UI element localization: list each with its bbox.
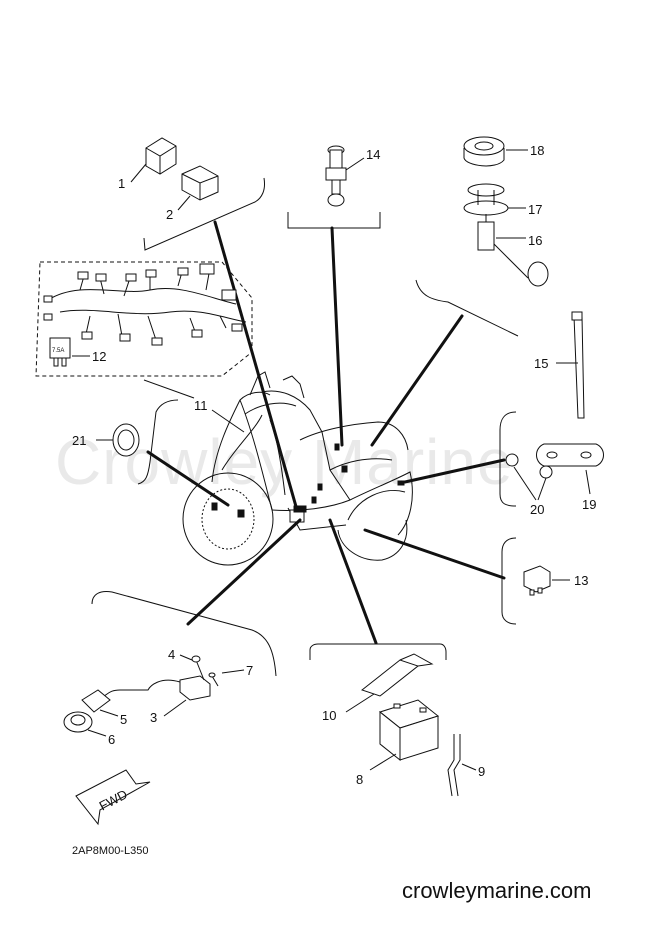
callout-16: 16 xyxy=(528,233,542,248)
screw-part-7[interactable]: 7 xyxy=(208,663,253,687)
ignition-coil-part-3[interactable]: 3 xyxy=(103,675,211,725)
website-label[interactable]: crowleymarine.com xyxy=(402,878,592,903)
callout-18: 18 xyxy=(530,143,544,158)
callout-9: 9 xyxy=(478,764,485,779)
callout-5: 5 xyxy=(120,712,127,727)
callout-2: 2 xyxy=(166,207,173,222)
battery-band-part-10[interactable]: 10 xyxy=(322,653,434,723)
callout-13: 13 xyxy=(574,573,588,588)
fuel-sender-part-16[interactable]: 16 xyxy=(477,214,549,287)
callout-7: 7 xyxy=(246,663,253,678)
callout-6: 6 xyxy=(108,732,115,747)
fuse-part-12[interactable]: 7.5A 12 xyxy=(49,337,106,367)
wire-harness-part-11[interactable]: 11 xyxy=(35,261,253,433)
bolt-part-4[interactable]: 4 xyxy=(168,647,205,681)
plug-cap-part-5[interactable]: 5 xyxy=(81,689,127,727)
forward-arrow-icon: FWD xyxy=(75,769,151,826)
callout-15: 15 xyxy=(534,356,548,371)
callout-14: 14 xyxy=(366,147,380,162)
grommet-part-20[interactable]: 20 xyxy=(505,453,553,517)
callout-10: 10 xyxy=(322,708,336,723)
seal-part-6[interactable]: 6 xyxy=(63,711,115,747)
callout-11: 11 xyxy=(194,398,208,413)
breather-hose-part-9[interactable]: 9 xyxy=(447,734,485,797)
group-brackets xyxy=(91,177,519,677)
diagram-reference-code: 2AP8M00-L350 xyxy=(72,845,149,857)
callout-20: 20 xyxy=(530,502,544,517)
scooter-outline xyxy=(182,371,413,566)
callout-1: 1 xyxy=(118,176,125,191)
callout-4: 4 xyxy=(168,647,175,662)
battery-part-8[interactable]: 8 xyxy=(356,699,440,787)
relay-part-2[interactable]: 2 xyxy=(166,165,219,222)
callout-21: 21 xyxy=(72,433,86,448)
callout-3: 3 xyxy=(150,710,157,725)
cable-tie-part-15[interactable]: 15 xyxy=(534,311,585,419)
fuse-rating-label: 7.5A xyxy=(52,348,64,354)
relay-part-1[interactable]: 1 xyxy=(118,137,177,191)
flasher-part-13[interactable]: 13 xyxy=(523,565,588,596)
fuel-pump-part-17[interactable]: 17 xyxy=(463,183,542,217)
callout-12: 12 xyxy=(92,349,106,364)
plate-part-19[interactable]: 19 xyxy=(536,443,604,512)
sensor-part-14[interactable]: 14 xyxy=(325,145,380,207)
callout-17: 17 xyxy=(528,202,542,217)
reflector-part-21[interactable]: 21 xyxy=(72,423,140,457)
callout-19: 19 xyxy=(582,497,596,512)
ring-part-18[interactable]: 18 xyxy=(463,136,544,167)
callout-8: 8 xyxy=(356,772,363,787)
